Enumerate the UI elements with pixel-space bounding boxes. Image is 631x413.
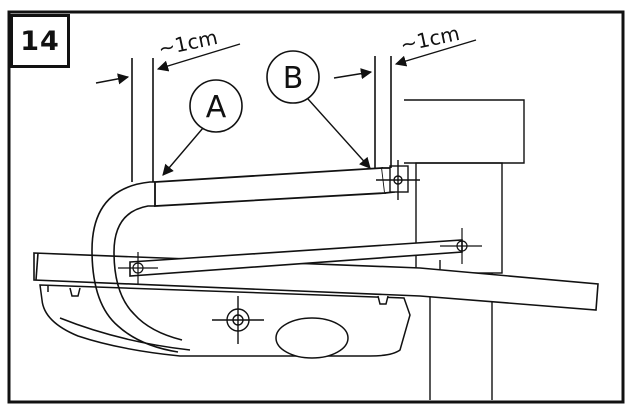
release-handle [91, 181, 183, 353]
tube-a-b [154, 167, 395, 207]
guide-lines-left [131, 58, 154, 182]
guide-lines-right [374, 56, 392, 168]
callout-a: A [162, 79, 243, 176]
pivot-left [118, 252, 158, 284]
callout-a-label: A [206, 90, 227, 125]
figure-frame [7, 10, 625, 404]
bracket-b [376, 160, 420, 200]
gap-label-right: ~1cm [398, 21, 462, 57]
pivot-right [440, 228, 482, 264]
dimension-arrows-right [333, 39, 477, 80]
step-number-badge: 14 [10, 14, 70, 68]
dimension-arrows-left [95, 43, 241, 85]
mount-bolt [212, 296, 264, 344]
gap-label-left: ~1cm [156, 25, 220, 61]
callout-b: B [266, 50, 371, 169]
motor-housing [39, 284, 411, 359]
callout-b-label: B [283, 61, 304, 96]
